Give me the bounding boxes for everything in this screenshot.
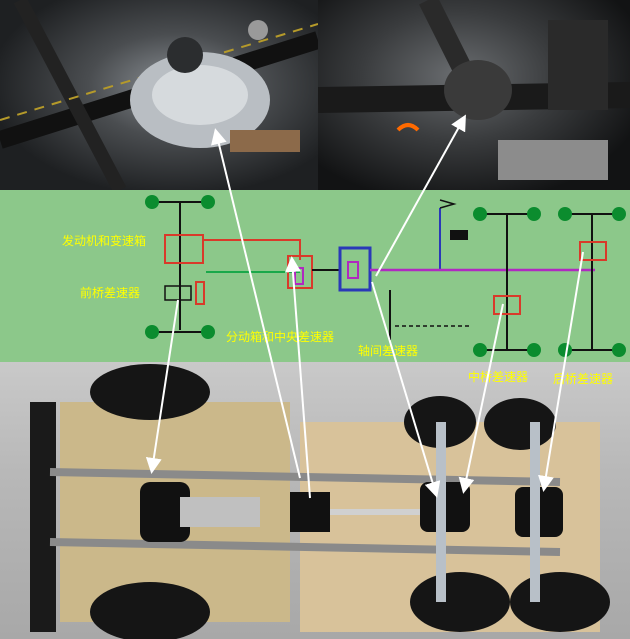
photo-real-inter-axle-diff-art [318, 0, 630, 180]
leaf-spring [548, 20, 608, 110]
arrow-transfer-to-photo [211, 128, 301, 479]
wheel-front-left-bottom [145, 325, 159, 339]
wheel-rear-right-bottom [612, 343, 626, 357]
orange-cable [396, 123, 420, 132]
drivetrain-schematic: 发动机和变速箱 前桥差速器 分动箱和中央差速器 轴间差速器 [0, 190, 630, 362]
wheel-rear-left-top [558, 207, 572, 221]
flag-marker [439, 199, 457, 209]
fuel-tank [498, 140, 608, 180]
wheel-front-left-top [145, 195, 159, 209]
photo-real-inter-axle-diff [318, 0, 630, 190]
tire-middle-bottom [410, 572, 510, 632]
photo-real-transfer-case [0, 0, 318, 190]
label-front-axle-diff: 前桥差速器 [80, 286, 141, 300]
arrow-inter-axle-to-photo [375, 114, 466, 277]
tire-front-bottom [90, 582, 210, 639]
tire-front-top [90, 364, 210, 420]
diff-housing [444, 60, 512, 120]
inter-axle-diff-gear [347, 261, 359, 279]
arrow-rear-diff-to-model [538, 251, 584, 492]
wheel-middle-left-top [473, 207, 487, 221]
arrow-inter-axle-to-model [371, 281, 441, 498]
exhaust-pipe [230, 130, 300, 152]
wheel-middle-left-bottom [473, 343, 487, 357]
actuator-motor [167, 37, 203, 73]
arrow-middle-diff-to-model [458, 303, 504, 494]
rear-axle-tube [530, 422, 540, 602]
wheel-rear-left-bottom [558, 343, 572, 357]
front-diff-model [140, 482, 190, 542]
wheel-front-right-top [201, 195, 215, 209]
transfer-case-highlight [152, 65, 248, 125]
cross-member [13, 0, 127, 190]
middle-axle-tube [436, 422, 446, 602]
label-engine-transmission: 发动机和变速箱 [62, 234, 147, 248]
transfer-case-model [290, 492, 330, 532]
actuator-block [450, 230, 468, 240]
arrow-transfer-to-schematic [284, 256, 311, 499]
front-bumper [30, 402, 56, 632]
front-diff-gear [195, 281, 205, 305]
label-middle-axle-diff: 中桥差速器 [468, 370, 529, 384]
label-rear-axle-diff: 后桥差速器 [553, 372, 614, 386]
bolt [248, 20, 268, 40]
wheel-rear-right-top [612, 207, 626, 221]
engine-box [164, 234, 204, 264]
label-transfer-case-center-diff: 分动箱和中央差速器 [226, 330, 335, 344]
wheel-middle-right-bottom [527, 343, 541, 357]
photo-real-transfer-case-art [0, 0, 318, 190]
wheel-middle-right-top [527, 207, 541, 221]
chassis-rail-bottom [49, 538, 561, 556]
middle-diff-box [493, 295, 521, 315]
label-inter-axle-diff: 轴间差速器 [358, 344, 419, 358]
rear-diff-box [579, 241, 607, 261]
wheel-front-right-bottom [201, 325, 215, 339]
arrow-front-diff-to-model [145, 299, 179, 474]
engine-output-line [203, 239, 301, 260]
motor-model [180, 497, 260, 527]
chassis-rail-top [49, 468, 561, 486]
